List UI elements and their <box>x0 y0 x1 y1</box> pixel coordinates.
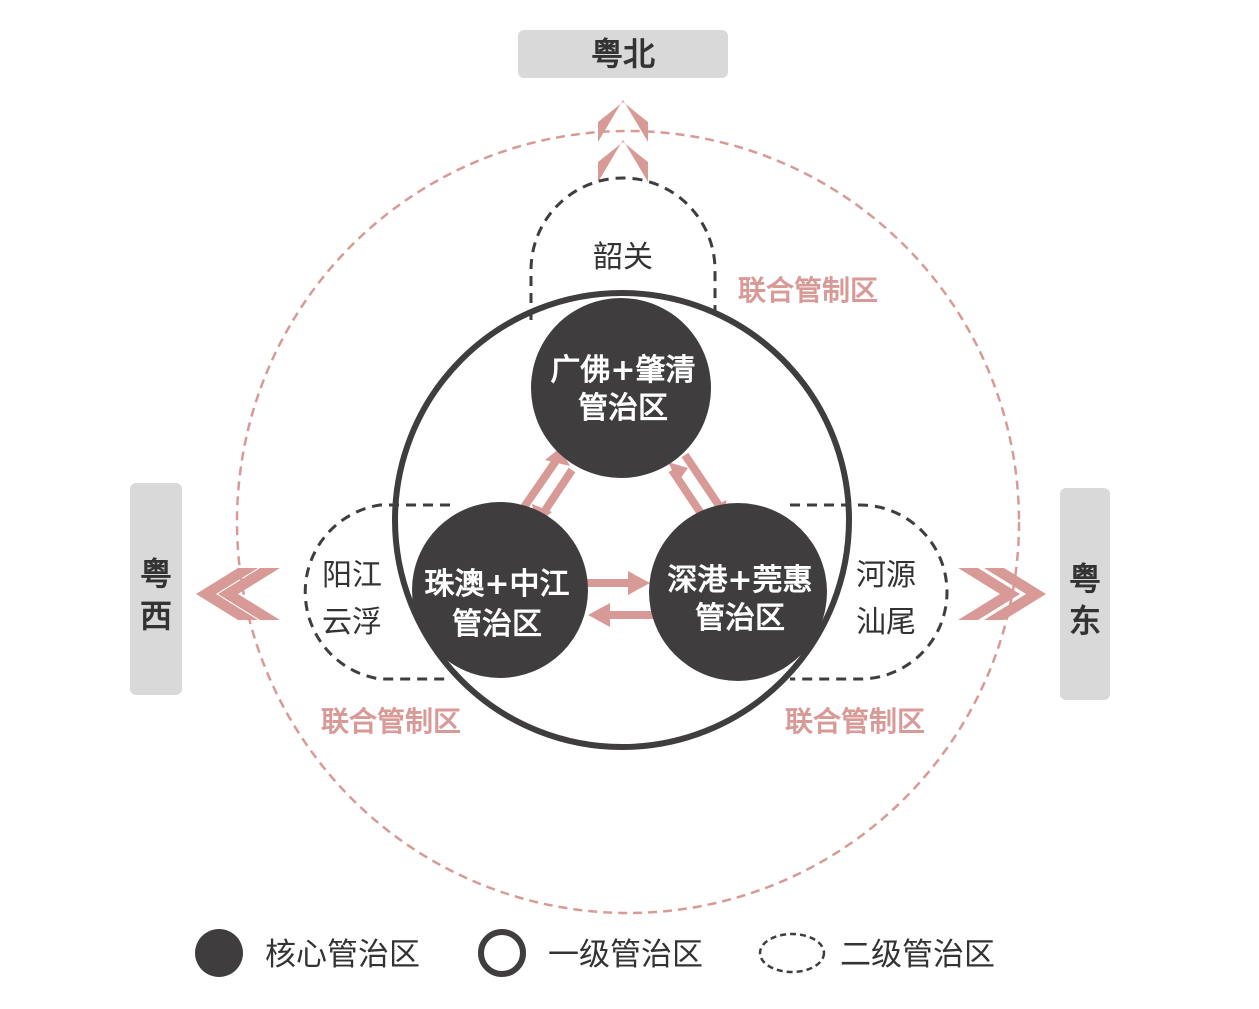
north-arrow-icon <box>598 100 648 182</box>
core-zone-left-label-2: 管治区 <box>452 607 542 642</box>
core-zone-top-label-1: 广佛+肇清 <box>550 353 695 388</box>
core-zone-left <box>412 502 588 678</box>
core-zone-left-label-1: 珠澳+中江 <box>424 567 569 602</box>
secondary-zone-right <box>790 503 949 681</box>
north-direction-box <box>518 30 728 78</box>
joint-control-label-top-right: 联合管制区 <box>738 274 878 307</box>
legend-primary-swatch <box>478 929 526 977</box>
joint-control-label-bottom-left: 联合管制区 <box>321 705 461 738</box>
core-zone-top <box>531 298 711 478</box>
primary-zone-ring <box>392 290 852 750</box>
core-zone-right <box>649 503 827 681</box>
legend-core-label: 核心管治区 <box>265 937 420 973</box>
secondary-zone-top-label: 韶关 <box>593 240 653 275</box>
secondary-zone-left-label-2: 云浮 <box>322 605 382 640</box>
core-zone-right-label-1: 深港+莞惠 <box>667 563 812 598</box>
west-arrow-icon <box>196 568 280 620</box>
legend: 核心管治区 一级管治区 二级管治区 <box>195 929 995 977</box>
secondary-zone-left-label-1: 阳江 <box>322 558 382 593</box>
joint-control-label-bottom-right: 联合管制区 <box>785 705 925 738</box>
secondary-zone-left <box>303 503 450 681</box>
north-direction-label: 粤北 <box>591 35 655 73</box>
east-direction-label: 粤东 <box>1069 560 1101 640</box>
joint-control-boundary <box>235 129 1021 915</box>
secondary-zone-top <box>529 176 717 320</box>
core-zone-top-label-2: 管治区 <box>578 391 668 426</box>
legend-primary-label: 一级管治区 <box>548 937 703 973</box>
legend-core-swatch <box>195 929 243 977</box>
east-direction-box <box>1060 488 1110 700</box>
east-arrow-icon <box>958 568 1046 620</box>
core-zone-right-label-2: 管治区 <box>695 601 785 636</box>
secondary-zone-right-label-2: 汕尾 <box>856 605 916 640</box>
west-direction-label-1: 粤西 <box>140 555 172 635</box>
secondary-zone-right-label-1: 河源 <box>856 558 916 593</box>
legend-secondary-swatch <box>758 932 826 974</box>
legend-secondary-label: 二级管治区 <box>840 937 995 973</box>
west-direction-box <box>130 483 182 695</box>
